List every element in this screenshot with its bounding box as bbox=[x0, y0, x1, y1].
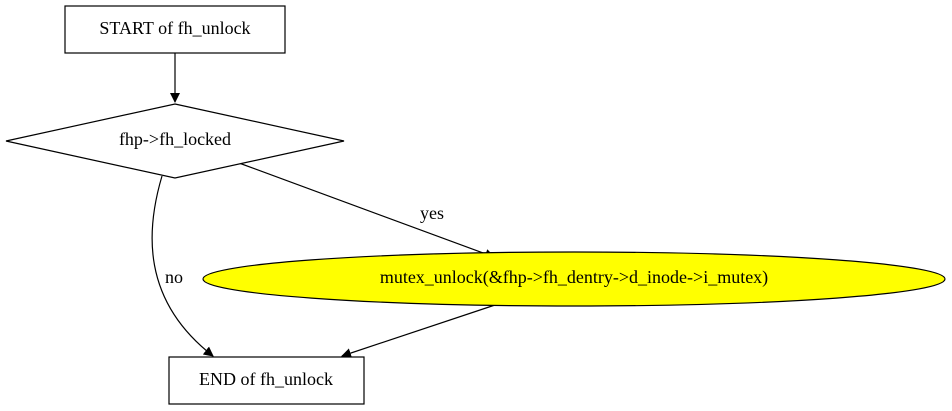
start-node-label: START of fh_unlock bbox=[99, 18, 250, 38]
end-node-label: END of fh_unlock bbox=[199, 369, 333, 389]
action-node: mutex_unlock(&fhp->fh_dentry->d_inode->i… bbox=[202, 251, 946, 307]
edge-label-yes: yes bbox=[420, 203, 444, 223]
end-node: END of fh_unlock bbox=[168, 356, 365, 405]
start-node: START of fh_unlock bbox=[64, 5, 286, 54]
edge-action-to-end bbox=[341, 304, 496, 358]
condition-node-label: fhp->fh_locked bbox=[119, 129, 231, 149]
condition-node: fhp->fh_locked bbox=[5, 103, 345, 179]
action-node-label: mutex_unlock(&fhp->fh_dentry->d_inode->i… bbox=[380, 267, 768, 288]
action-node-shape bbox=[202, 251, 946, 307]
edge-condition-no: no bbox=[151, 175, 214, 357]
edge-condition-yes: yes bbox=[238, 162, 495, 259]
edge-label-no: no bbox=[165, 267, 183, 287]
